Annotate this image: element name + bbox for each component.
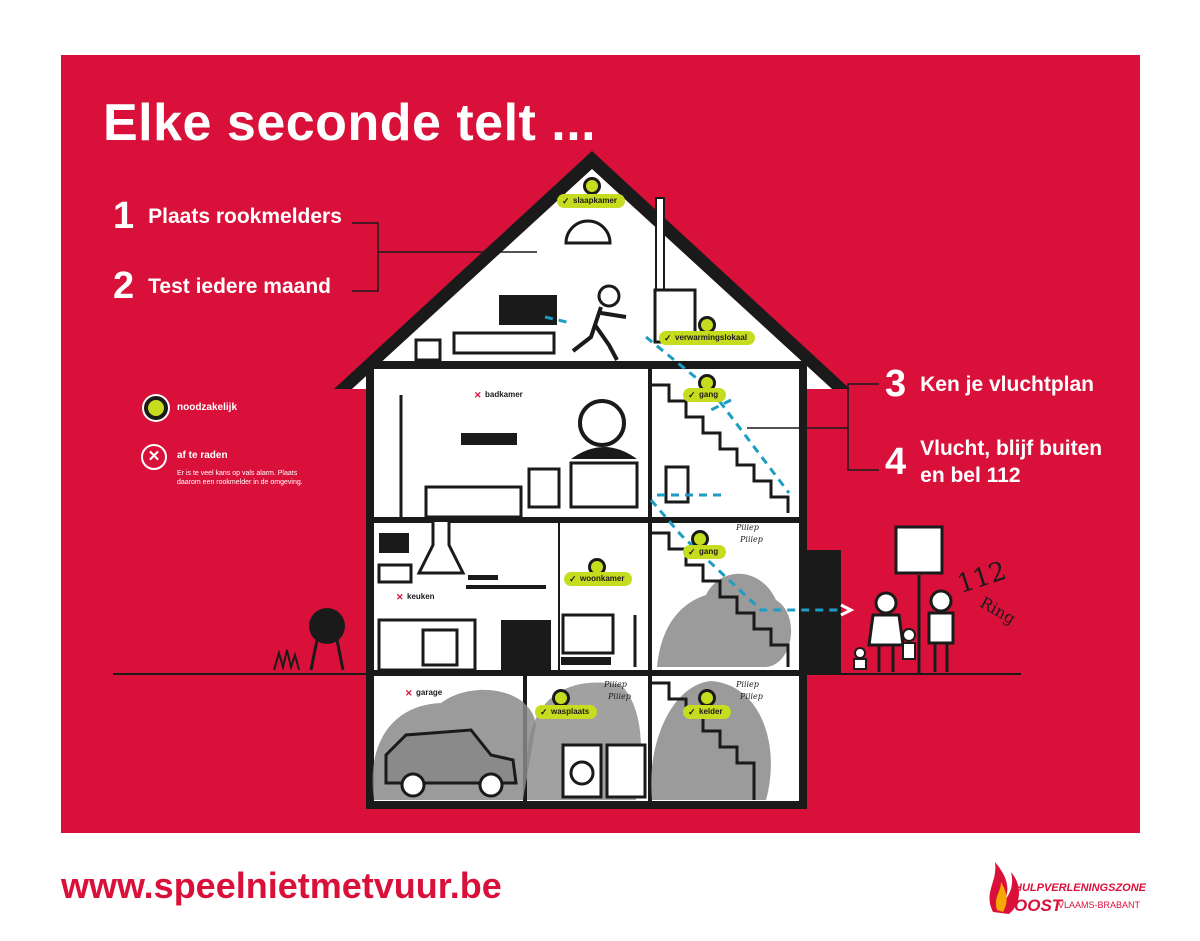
room-label: kelder	[699, 707, 723, 716]
check-icon: ✓	[540, 707, 548, 717]
cross-icon: ✕	[405, 688, 413, 698]
step-2-text: Test iedere maand	[148, 275, 331, 298]
poster: Elke seconde telt ...	[61, 55, 1140, 833]
smoke-detector-icon	[583, 177, 601, 195]
step-4-text: Vlucht, blijf buiten en bel 112	[920, 437, 1103, 487]
logo-line-2: OOST	[1014, 896, 1063, 915]
room-label: woonkamer	[580, 574, 625, 583]
required-detector-icon	[144, 396, 168, 420]
step-1-number: 1	[113, 195, 135, 237]
poster-title: Elke seconde telt ...	[103, 94, 597, 152]
legend-discouraged-note: Er is te veel kans op vals alarm. Plaats…	[177, 470, 303, 486]
legend-required-label: noodzakelijk	[177, 402, 238, 413]
hulpverleningszone-logo	[989, 862, 1020, 914]
room-label: gang	[699, 547, 719, 556]
step-3: 3 Ken je vluchtplan	[885, 363, 1094, 406]
step-2: 2 Test iedere maand	[113, 265, 331, 308]
step-1: 1 Plaats rookmelders	[113, 195, 342, 238]
alarm-sound-label: Piiiep	[740, 692, 763, 701]
logo-line-1: HULPVERLENINGSZONE	[1014, 882, 1147, 894]
step-1-text: Plaats rookmelders	[148, 205, 342, 228]
room-label: wasplaats	[551, 707, 590, 716]
step-4: 4 Vlucht, blijf buiten en bel 112	[885, 435, 1115, 489]
room-label: gang	[699, 390, 719, 399]
logo-line-3: VLAAMS-BRABANT	[1058, 900, 1141, 910]
room-label: garage	[416, 688, 443, 697]
room-tag-kelder: ✓kelder	[683, 705, 731, 719]
discouraged-icon: ✕	[141, 444, 167, 470]
step-3-text: Ken je vluchtplan	[920, 373, 1095, 396]
alarm-sound-label: Piiiep	[736, 680, 759, 689]
check-icon: ✓	[562, 196, 570, 206]
room-tag-verwarmingslokaal: ✓verwarmingslokaal	[659, 331, 756, 345]
check-icon: ✓	[688, 390, 696, 400]
room-tag-wasplaats: ✓wasplaats	[535, 705, 598, 719]
check-icon: ✓	[569, 574, 577, 584]
check-icon: ✓	[664, 333, 672, 343]
step-3-number: 3	[885, 363, 907, 405]
check-icon: ✓	[688, 707, 696, 717]
check-icon: ✓	[688, 547, 696, 557]
room-tag-slaapkamer: ✓slaapkamer	[557, 194, 626, 208]
room-tag-badkamer: ✕badkamer	[469, 388, 531, 402]
legend-discouraged-label: af te raden	[177, 450, 228, 461]
house-illustration	[113, 151, 1021, 809]
room-label: slaapkamer	[573, 196, 618, 205]
cross-icon: ✕	[396, 592, 404, 602]
room-tag-gang: ✓gang	[683, 388, 727, 402]
room-tag-keuken: ✕keuken	[391, 590, 443, 604]
alarm-sound-label: Piiiep	[608, 692, 631, 701]
alarm-sound-label: Piiiep	[740, 535, 763, 544]
website-link[interactable]: www.speelnietmetvuur.be	[61, 865, 502, 906]
room-label: keuken	[407, 592, 435, 601]
alarm-sound-label: Piiiep	[604, 680, 627, 689]
room-label: verwarmingslokaal	[675, 333, 748, 342]
room-tag-garage: ✕garage	[400, 686, 451, 700]
alarm-sound-label: Piiiep	[736, 523, 759, 532]
room-tag-gang-mid: ✓gang	[683, 545, 727, 559]
room-tag-woonkamer: ✓woonkamer	[564, 572, 633, 586]
step-2-number: 2	[113, 265, 135, 307]
room-label: badkamer	[485, 390, 523, 399]
step-4-number: 4	[885, 440, 907, 483]
cross-icon: ✕	[474, 390, 482, 400]
